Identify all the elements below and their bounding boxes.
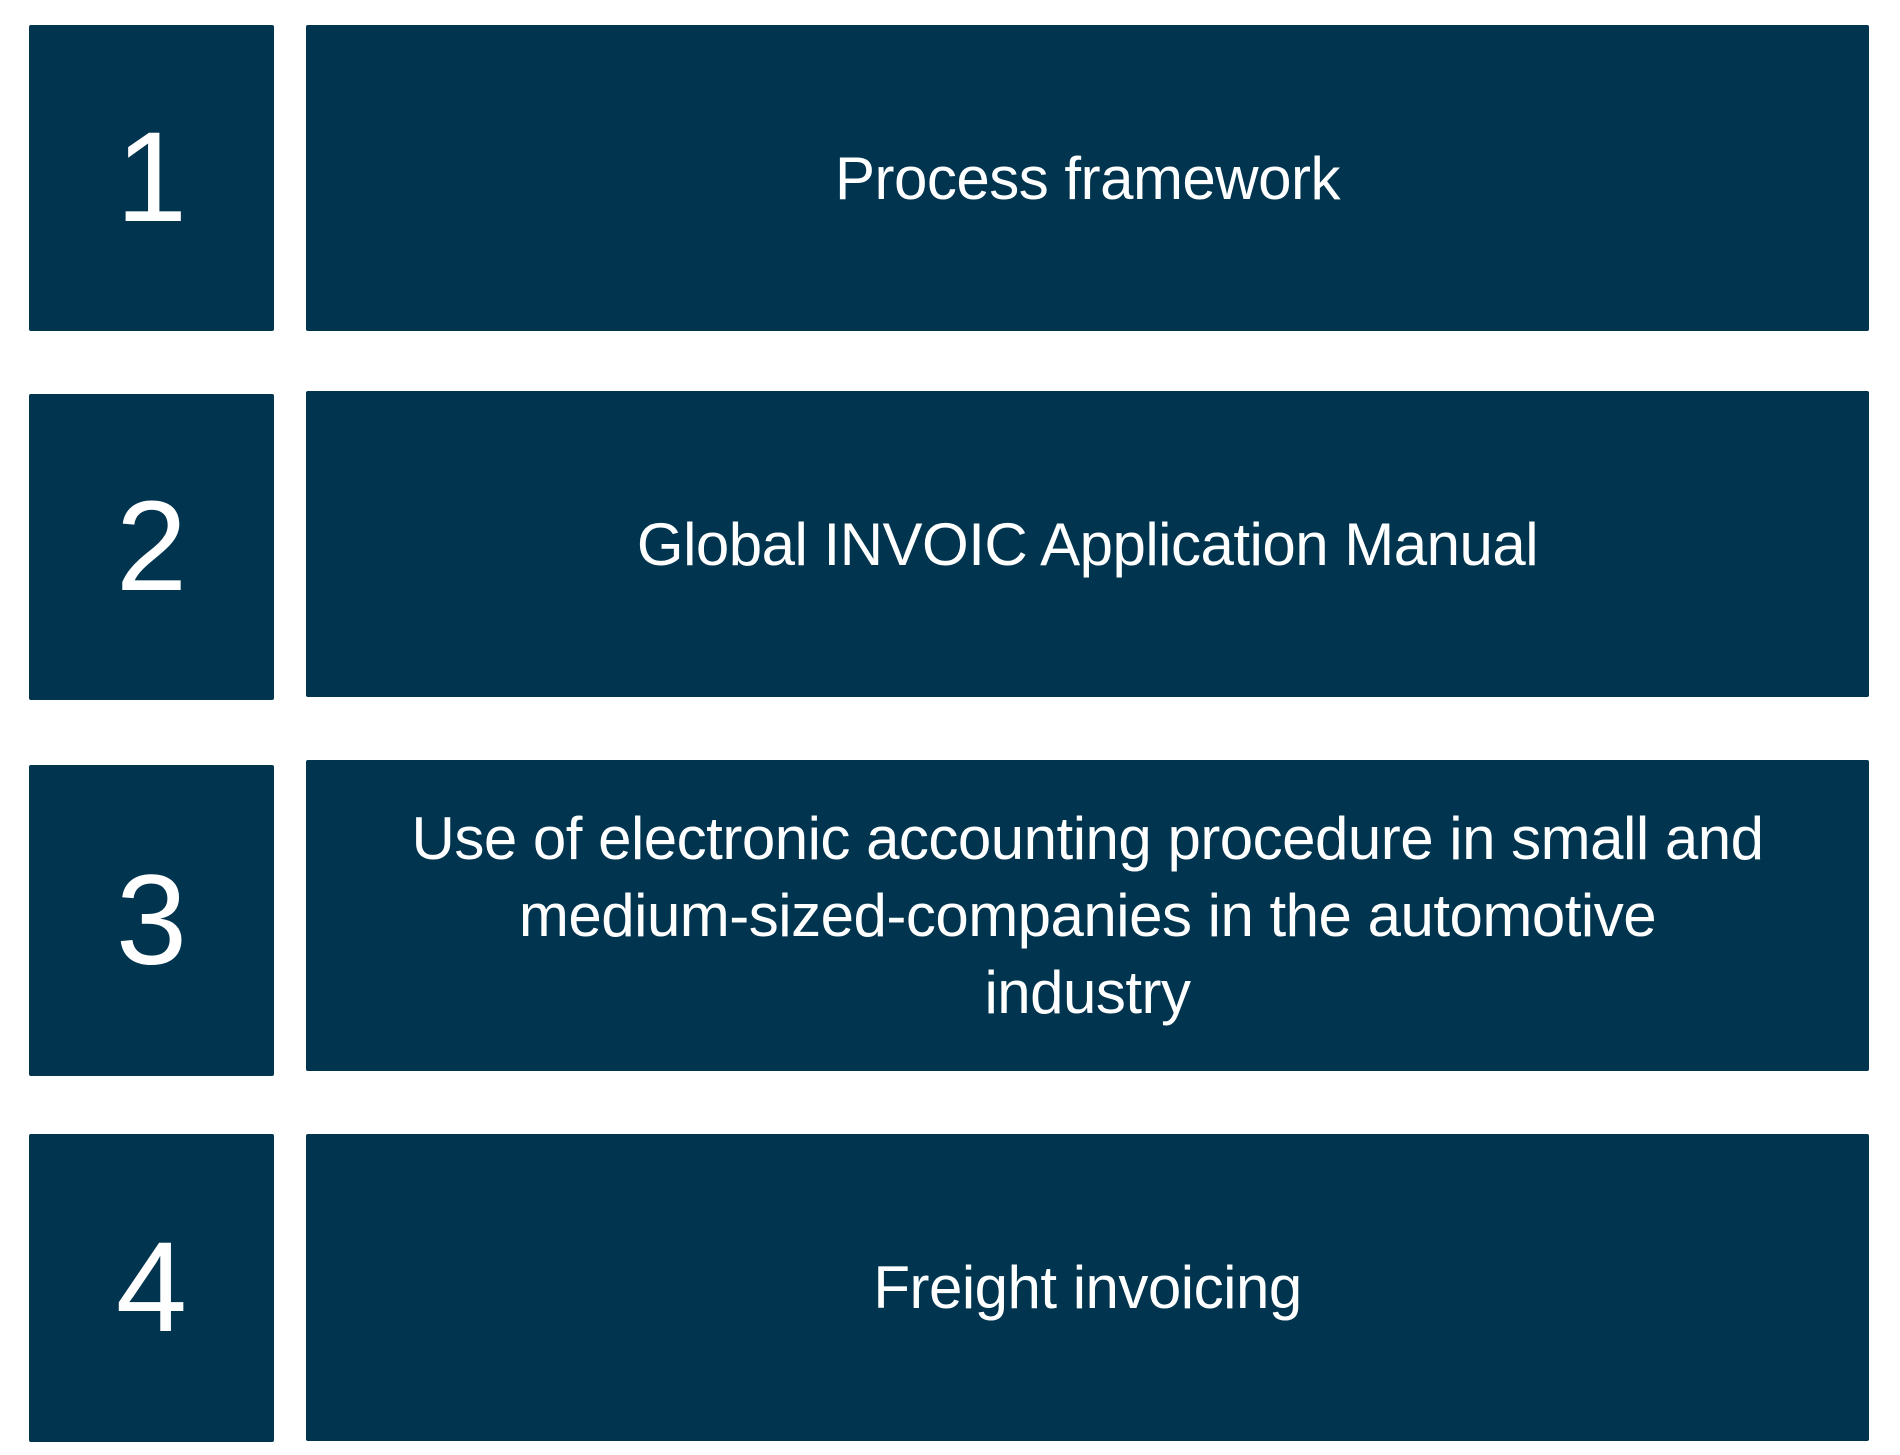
item-number-box-1: 1 [29,25,274,331]
item-number: 3 [115,848,188,992]
item-number-box-3: 3 [29,765,274,1076]
item-label: Process framework [835,144,1340,212]
item-number: 1 [115,106,188,249]
item-label: Use of electronic accounting procedure i… [411,805,1764,1026]
item-label: Freight invoicing [873,1254,1302,1321]
item-number: 4 [115,1216,188,1359]
item-number-box-2: 2 [29,394,274,700]
item-number-box-4: 4 [29,1134,274,1442]
item-number: 2 [115,475,188,618]
item-label-box-2: Global INVOIC Application Manual [306,391,1869,697]
item-label: Global INVOIC Application Manual [636,510,1539,578]
item-label-box-1: Process framework [306,25,1869,331]
item-label-box-4: Freight invoicing [306,1134,1869,1441]
item-label-box-3: Use of electronic accounting procedure i… [306,760,1869,1071]
